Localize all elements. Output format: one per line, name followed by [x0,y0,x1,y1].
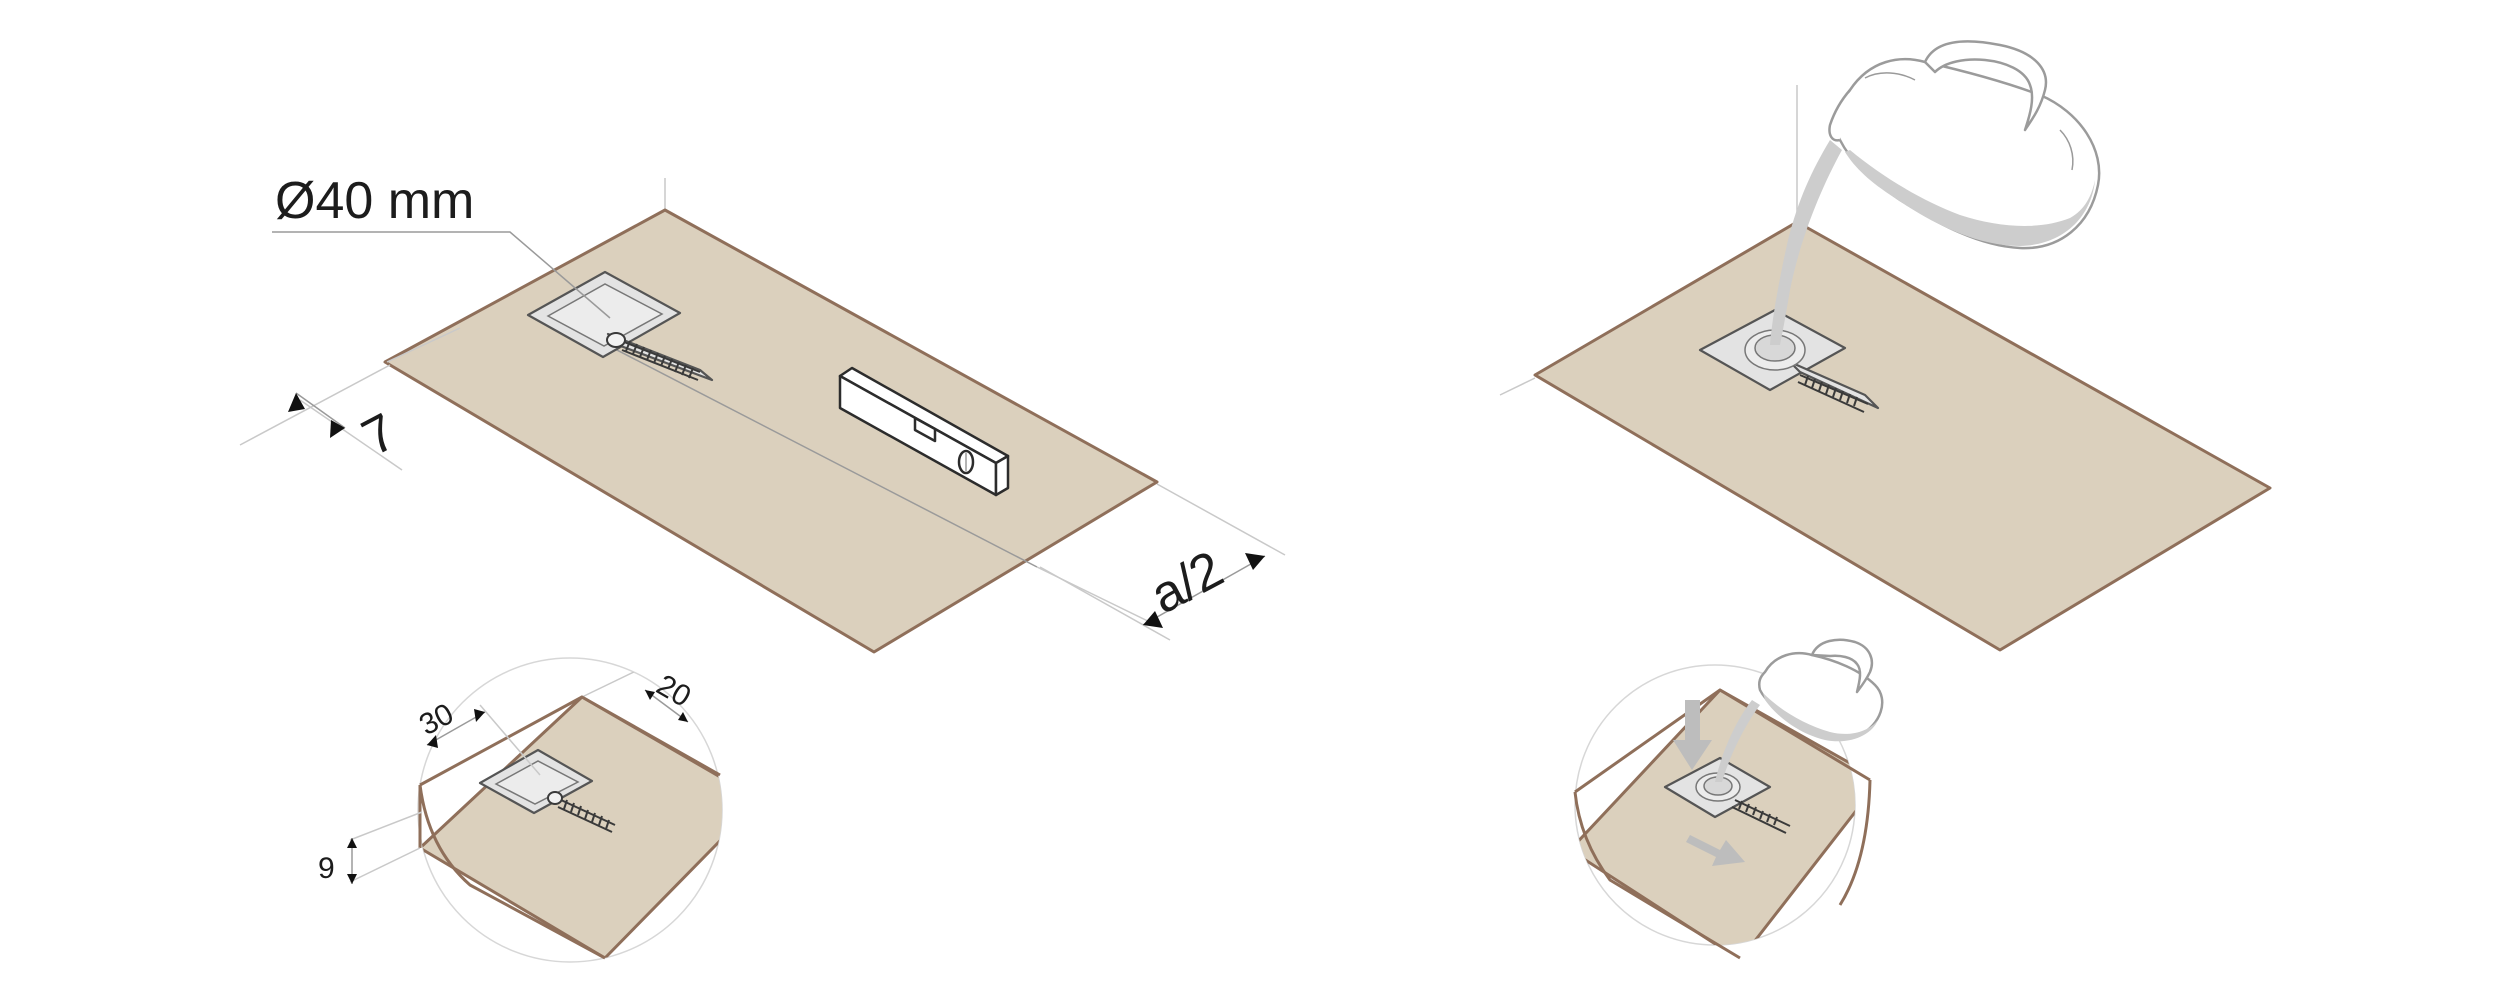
dim-arrow-bottom [330,420,345,438]
detail-length-label: 20 [651,668,696,713]
dim-arrow-top [288,393,305,412]
down-arrow-icon [1673,700,1712,770]
diameter-leader [272,231,611,319]
dim-arrow-right [1245,553,1265,570]
left-main-board-group: Ø40 mm 7 a/2 [239,172,1286,654]
right-detail-view [1573,638,1884,960]
detail-depth-label: 9 [318,852,335,885]
hole-diameter-label: Ø40 mm [275,172,474,230]
right-main-board-group [1499,40,2272,652]
detail-width-label: 30 [414,697,459,742]
liquid-stream [1770,140,1842,345]
small-jug-icon [1715,638,1884,782]
center-guide-line [554,317,1038,568]
right-board [1533,220,2272,652]
pouring-jug-icon [1828,40,2101,250]
detail-board-right [1575,688,1855,945]
floor-guide-right [1499,377,1536,396]
edge-offset-label: 7 [353,403,406,468]
detail-bolt [547,791,616,833]
edge-guide-line [386,327,461,363]
right-recess [1698,308,1880,413]
left-detail-view: 30 20 9 [318,657,723,963]
edge-offset-dimension: 7 [239,364,406,471]
left-board [383,208,1159,654]
threaded-bolt [606,332,701,381]
detail-board-left [418,695,722,960]
dim-arrow-left [1143,611,1163,628]
spirit-level-icon [838,366,1010,497]
flow-arrow-icon [1686,835,1745,866]
